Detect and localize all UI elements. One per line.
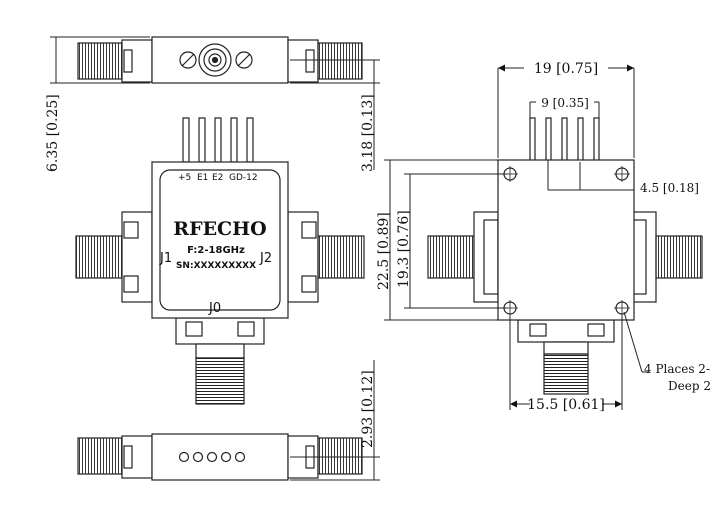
dim-pin-span: 9 [0.35]: [541, 96, 589, 110]
side-view: [427, 117, 703, 395]
dim-top-offset: 3.18 [0.13]: [360, 94, 376, 172]
dim-hole-spacing-v: 19.3 [0.76]: [396, 210, 412, 288]
dim-top-height: 6.35 [0.25]: [45, 94, 61, 172]
port-label-j1: J1: [159, 251, 172, 266]
dim-overall-height: 22.5 [0.89]: [376, 212, 392, 290]
top-view: [77, 36, 363, 84]
mounting-note-line2: Deep 2: [668, 379, 711, 393]
dim-width: 19 [0.75]: [534, 61, 598, 77]
front-view: [75, 117, 365, 405]
serial-label: SN:XXXXXXXXX: [176, 261, 256, 271]
brand-logo: RFECHO: [173, 218, 266, 240]
bottom-view: [77, 433, 363, 481]
dim-pin-offset: 4.5 [0.18]: [640, 181, 699, 195]
mounting-note-line1: 4 Places 2-: [644, 362, 710, 376]
dim-bottom-offset: 2.93 [0.12]: [360, 370, 376, 448]
freq-label: F:2-18GHz: [187, 245, 245, 256]
port-label-j0: J0: [208, 301, 221, 316]
pin-label-5v: +5: [178, 173, 191, 183]
dim-hole-spacing-h: 15.5 [0.61]: [527, 397, 605, 413]
pin-label-e1: E1: [197, 173, 208, 183]
pin-label-e2: E2: [212, 173, 223, 183]
port-label-j2: J2: [259, 251, 272, 266]
pin-label-gd: GD-12: [229, 173, 258, 183]
